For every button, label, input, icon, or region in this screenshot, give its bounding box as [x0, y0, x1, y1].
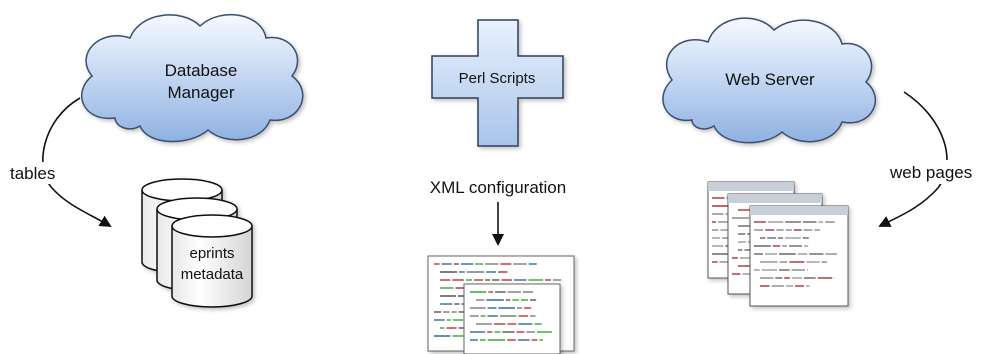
xml-configuration-edge: XML configuration: [430, 178, 566, 246]
web-pages-label: web pages: [889, 163, 972, 182]
web-pages-arrow: [878, 91, 948, 227]
tables-arrow: [42, 97, 112, 228]
database-manager-node: Database Manager: [81, 13, 304, 143]
web-pages: [707, 181, 849, 307]
web-pages-edge: web pages: [878, 91, 988, 227]
tables-edge: tables: [4, 97, 112, 228]
cloud-icon: [662, 17, 877, 144]
web-server-label: Web Server: [725, 70, 815, 89]
database-icon: [141, 178, 253, 308]
eprints-label-line2: metadata: [181, 266, 244, 283]
xml-documents: [427, 255, 575, 354]
web-page-icon: [749, 205, 849, 307]
perl-scripts-label: Perl Scripts: [459, 70, 536, 87]
perl-scripts-node: Perl Scripts: [431, 19, 564, 147]
database-manager-label-line2: Manager: [167, 83, 234, 102]
cross-icon: [431, 19, 564, 147]
web-server-node: Web Server: [662, 17, 877, 144]
eprints-label-line1: eprints: [189, 245, 234, 262]
tables-label: tables: [10, 164, 55, 183]
xml-configuration-label: XML configuration: [430, 178, 566, 197]
eprints-database: eprints metadata: [141, 178, 253, 308]
cloud-icon: [81, 13, 304, 143]
document-icon: [463, 283, 561, 354]
database-manager-label-line1: Database: [165, 61, 238, 80]
